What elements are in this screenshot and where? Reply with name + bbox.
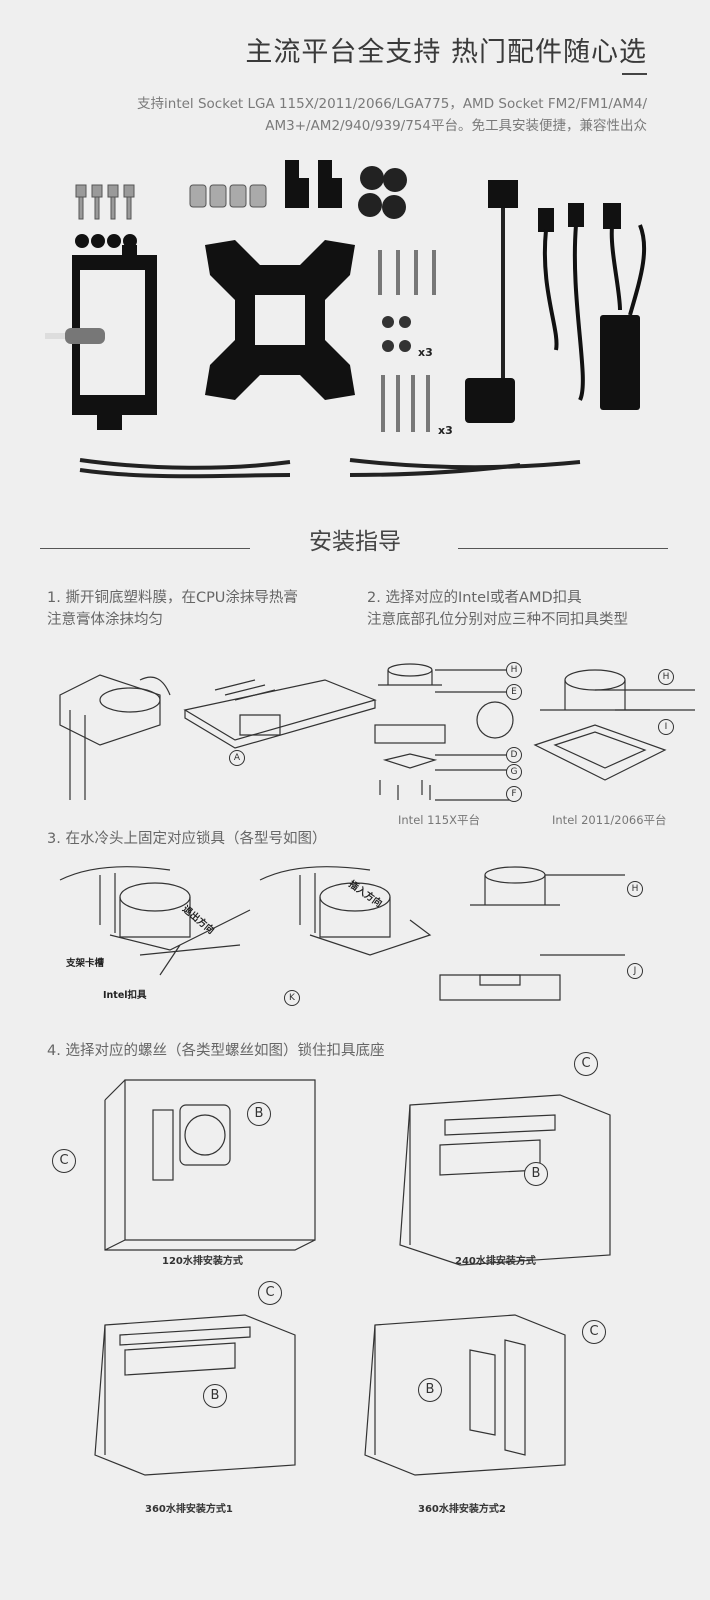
- label-b-360-2: B: [418, 1378, 442, 1402]
- label-c-360-2: C: [582, 1320, 606, 1344]
- rgb-splitter-cable-icon: [538, 203, 647, 401]
- step-4-diagram-360-1: [94, 1314, 296, 1476]
- label-d: D: [506, 747, 522, 763]
- caption-360-1: 360水排安装方式1: [145, 1504, 233, 1515]
- rubber-spacers-icon: [358, 166, 407, 219]
- pwm-splitter-cable-2-icon: [349, 458, 581, 477]
- label-b-360-1: B: [203, 1384, 227, 1408]
- pwm-splitter-cable-1-icon: [79, 458, 291, 479]
- step-4-diagram-120: [104, 1079, 316, 1251]
- annotation-intel-bracket: Intel扣具: [103, 990, 147, 1001]
- accessories-photo: [45, 160, 647, 479]
- step-2-line-1: 2. 选择对应的Intel或者AMD扣具: [367, 590, 582, 606]
- label-j: J: [627, 963, 643, 979]
- screws-icon: [75, 184, 135, 220]
- step-3-line-1: 3. 在水冷头上固定对应锁具（各型号如图）: [47, 831, 327, 847]
- step-2-line-2: 注意底部孔位分别对应三种不同扣具类型: [367, 612, 628, 628]
- label-c-240: C: [574, 1052, 598, 1076]
- label-f: F: [506, 786, 522, 802]
- step-3-diagrams: [59, 866, 625, 1001]
- label-c-360-1: C: [258, 1281, 282, 1305]
- subtitle-line-2: AM3+/AM2/940/939/754平台。免工具安装便捷，兼容性出众: [265, 118, 647, 134]
- qty-label-1: x3: [418, 346, 433, 359]
- label-g: G: [506, 764, 522, 780]
- caption-2011-2066: Intel 2011/2066平台: [552, 813, 667, 827]
- label-b-240: B: [524, 1162, 548, 1186]
- washers-icon: [75, 234, 137, 248]
- label-i: I: [658, 719, 674, 735]
- label-h-2011: H: [658, 669, 674, 685]
- label-e: E: [506, 684, 522, 700]
- label-a: A: [229, 750, 245, 766]
- caption-115x: Intel 115X平台: [398, 813, 480, 827]
- label-h: H: [506, 662, 522, 678]
- qty-label-2: x3: [438, 424, 453, 437]
- long-screws-icon: [378, 250, 436, 432]
- step-1-line-2: 注意膏体涂抹均匀: [47, 612, 163, 628]
- caption-240: 240水排安装方式: [455, 1256, 536, 1267]
- label-h-step3: H: [627, 881, 643, 897]
- label-c-120: C: [52, 1149, 76, 1173]
- subtitle-line-1: 支持intel Socket LGA 115X/2011/2066/LGA775…: [137, 96, 647, 112]
- intel-backplate-icon: [205, 240, 355, 400]
- annotation-bracket-slot: 支架卡槽: [66, 958, 105, 969]
- thermal-paste-icon: [45, 328, 105, 344]
- nuts-icon: [189, 184, 267, 208]
- small-nuts-icon: [382, 316, 411, 352]
- step-4-diagram-360-2: [364, 1314, 566, 1476]
- label-k: K: [284, 990, 300, 1006]
- step-1-diagram: [59, 674, 377, 800]
- spacers-icon: [285, 160, 342, 208]
- section-rule-right: [458, 548, 668, 549]
- amd-bracket-icon: [72, 245, 157, 430]
- page-title: 主流平台全支持 热门配件随心选: [245, 37, 647, 68]
- step-1-line-1: 1. 撕开铜底塑料膜，在CPU涂抹导热膏: [47, 590, 298, 606]
- caption-360-2: 360水排安装方式2: [418, 1504, 506, 1515]
- label-b-120: B: [247, 1102, 271, 1126]
- title-underline: [622, 73, 647, 75]
- sata-power-connector-icon: [600, 315, 640, 410]
- caption-120: 120水排安装方式: [162, 1256, 243, 1267]
- step-2-diagram-115x: [374, 663, 515, 801]
- step-2-diagram-2011: [533, 669, 695, 781]
- fan-adapter-cable-icon: [465, 180, 518, 423]
- step-4-line-1: 4. 选择对应的螺丝（各类型螺丝如图）锁住扣具底座: [47, 1043, 385, 1059]
- section-title: 安装指导: [309, 529, 401, 555]
- step-4-diagram-240: [399, 1094, 611, 1266]
- section-rule-left: [40, 548, 250, 549]
